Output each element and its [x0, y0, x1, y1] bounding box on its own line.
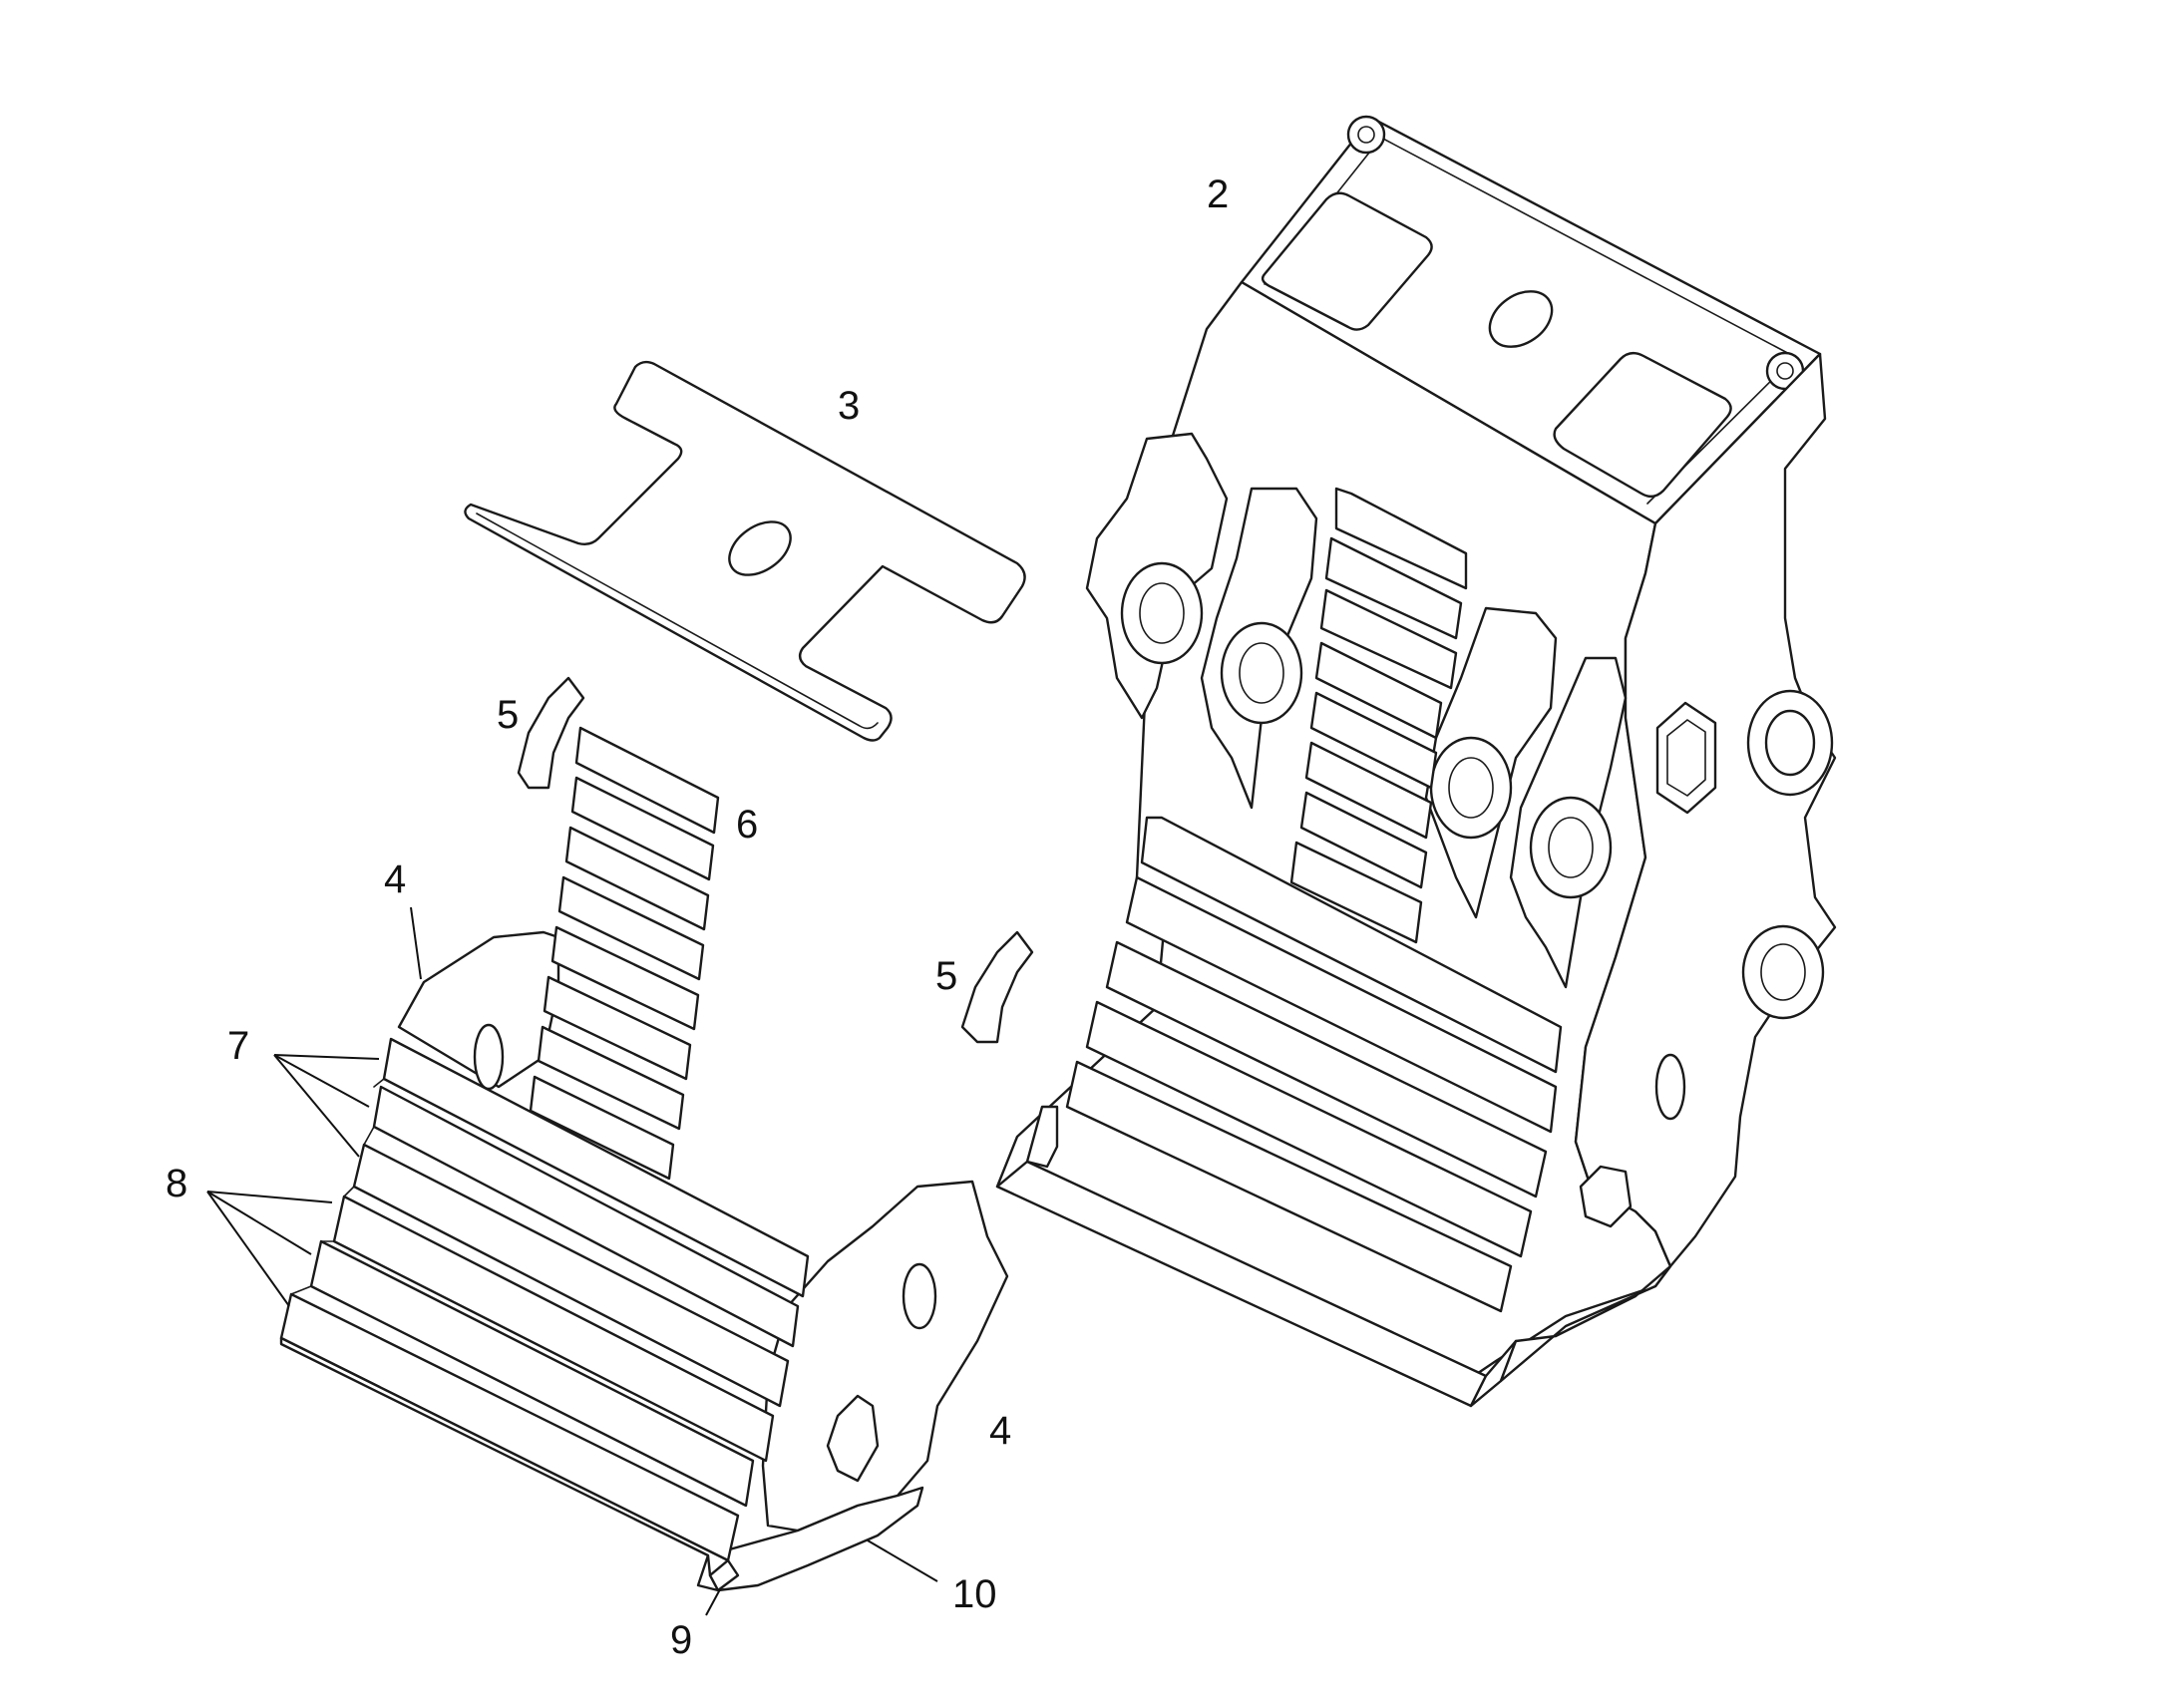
callout-7: 7 [227, 1024, 249, 1068]
callout-5-lower: 5 [935, 954, 957, 998]
part-5-wedge-blocks [517, 676, 1034, 1044]
callout-6: 6 [736, 803, 758, 847]
part-4-side-plates [397, 930, 1009, 1592]
part-2-housing [995, 115, 1837, 1408]
callout-10: 10 [952, 1572, 997, 1616]
callout-4-left: 4 [384, 857, 406, 901]
callout-8: 8 [166, 1162, 187, 1205]
callout-2: 2 [1207, 172, 1229, 216]
callout-4-right: 4 [989, 1409, 1011, 1453]
callout-9: 9 [670, 1618, 692, 1662]
callout-3: 3 [838, 384, 860, 428]
leader-lines [206, 906, 938, 1616]
callout-5-upper: 5 [497, 693, 519, 737]
part-6-pads [529, 726, 720, 1181]
part-7-8-wear-bars [279, 1037, 810, 1562]
part-3-cover-plate [464, 360, 1026, 742]
part-9-10-base-strips [279, 1336, 740, 1592]
